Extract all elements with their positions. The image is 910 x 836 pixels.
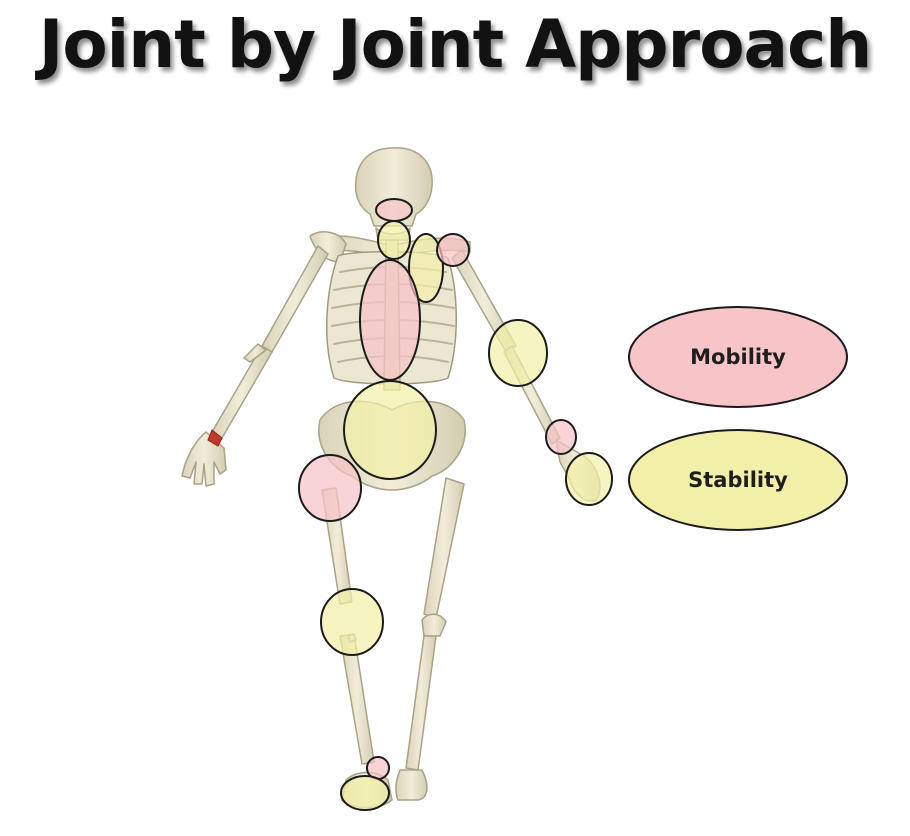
joint-cervical (375, 198, 413, 222)
legend-mobility-swatch (628, 306, 848, 408)
joint-thoracic-spine (359, 259, 421, 381)
joint-hand (565, 452, 613, 506)
joint-knee (320, 588, 384, 656)
joint-hip (298, 454, 362, 522)
legend-stability-swatch (628, 429, 848, 531)
joint-lumbar-spine (343, 380, 437, 480)
page-title: Joint by Joint Approach (38, 6, 872, 83)
legend-stability: Stability (628, 429, 848, 531)
legend-mobility-label: Mobility (690, 345, 786, 369)
legend-stability-label: Stability (688, 468, 788, 492)
joint-shoulder (436, 233, 470, 267)
joint-scapula (408, 233, 444, 303)
joint-markers (298, 198, 613, 811)
joint-foot (340, 775, 390, 811)
legend-mobility: Mobility (628, 306, 848, 408)
joint-elbow (488, 319, 548, 387)
wrist-marker (207, 429, 223, 447)
joint-lower-cervical (377, 220, 411, 260)
joint-wrist (545, 419, 577, 455)
legend: Mobility Stability (628, 306, 848, 531)
